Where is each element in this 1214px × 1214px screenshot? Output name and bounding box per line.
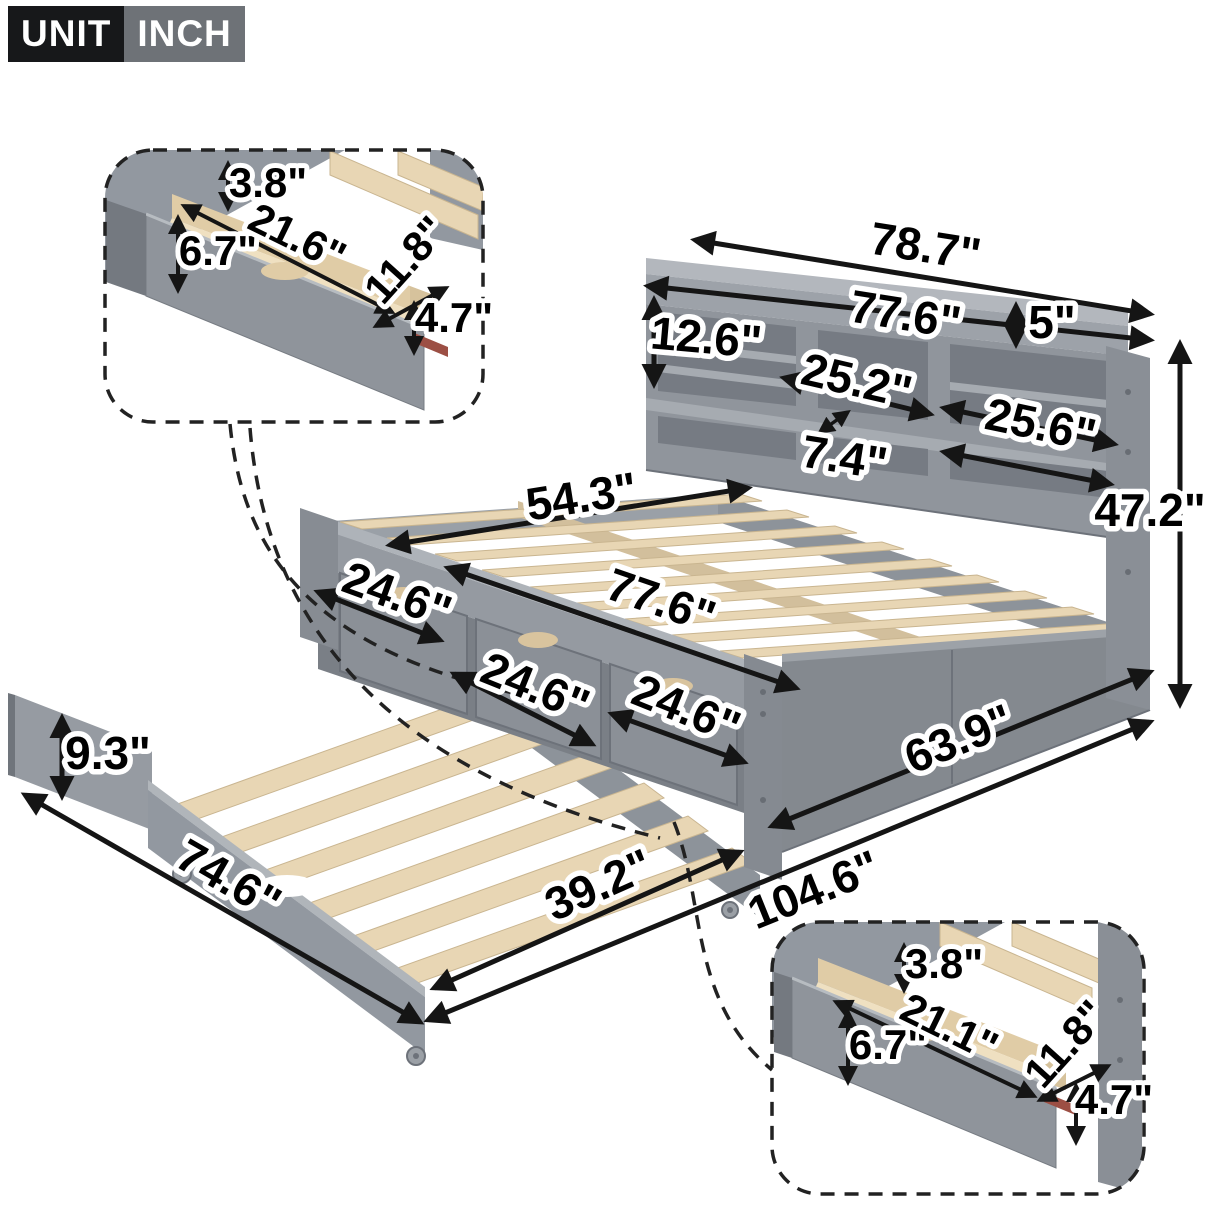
screw xyxy=(760,797,766,803)
dim-label: 4.7" xyxy=(1075,1076,1153,1123)
dim-label-trundle-height: 9.3" xyxy=(65,727,151,779)
headboard-shelf xyxy=(658,364,796,389)
inset-border xyxy=(103,148,485,424)
dim-line-side-cubby-lower xyxy=(939,443,1115,493)
dim-label-overall-height: 47.2" xyxy=(1094,484,1205,536)
dim-label-top-shelf-height: 5" xyxy=(1028,296,1075,348)
dimensions: 78.7" 77.6" 5" 12.6" 25.2" 7.4" 25.6" 47… xyxy=(20,206,1211,1025)
unit-value: INCH xyxy=(124,6,245,62)
dim-line-drawer-1 xyxy=(313,587,445,645)
screw xyxy=(1117,1057,1123,1063)
dim-label: 3.8" xyxy=(905,940,983,987)
screw xyxy=(760,711,766,717)
slat-in-inset xyxy=(329,150,479,240)
headboard-lower-cubby xyxy=(818,436,928,476)
bed-corner-post-left xyxy=(300,508,338,650)
bed-corner-post-front xyxy=(744,654,782,880)
screw xyxy=(1117,997,1123,1003)
screw xyxy=(1125,449,1131,455)
dim-line-shelf-row-width xyxy=(643,275,1155,351)
dim-label: 3.8" xyxy=(229,159,307,206)
dim-line-trundle-length xyxy=(20,792,425,1025)
drawer-handle-notch xyxy=(518,632,558,648)
drawer-detail-inset-bottom-right: 3.8" 6.7" 21.1" 11.8" 4.7" xyxy=(770,920,1158,1196)
screw xyxy=(760,689,766,695)
slat-in-inset xyxy=(397,150,483,212)
drawer-left-side xyxy=(106,200,146,296)
screw xyxy=(1125,389,1131,395)
inset-border xyxy=(770,920,1146,1196)
dim-line-center-cubby xyxy=(779,370,935,422)
drawer-left-side xyxy=(774,972,792,1058)
dim-line-side-cubby xyxy=(939,399,1119,453)
dim-label: 6.7" xyxy=(849,1021,927,1068)
drawer-detail-inset-top-left: 3.8" 6.7" 21.6" 11.8" 4.7" xyxy=(103,148,498,424)
dim-line-slat-length xyxy=(385,478,753,555)
unit-label: UNIT xyxy=(8,6,125,62)
dim-line-inner-length xyxy=(443,562,801,694)
unit-badge: UNIT INCH xyxy=(8,6,245,62)
dim-label: 6.7" xyxy=(179,227,257,274)
trundle-caster xyxy=(721,901,739,919)
dim-label-opening-height: 12.6" xyxy=(649,306,764,368)
trundle-end-panel-edge xyxy=(8,693,15,777)
trundle-caster xyxy=(406,1046,426,1066)
dim-line-trundle-width xyxy=(429,848,745,992)
headboard-lower-cubby xyxy=(658,416,796,460)
screw xyxy=(1125,569,1131,575)
screw xyxy=(1125,509,1131,515)
dim-line-inner-length xyxy=(180,204,396,314)
dim-label: 4.7" xyxy=(415,294,493,341)
dim-line-divider xyxy=(817,409,851,435)
bed-side-panel-lip xyxy=(782,626,1150,664)
